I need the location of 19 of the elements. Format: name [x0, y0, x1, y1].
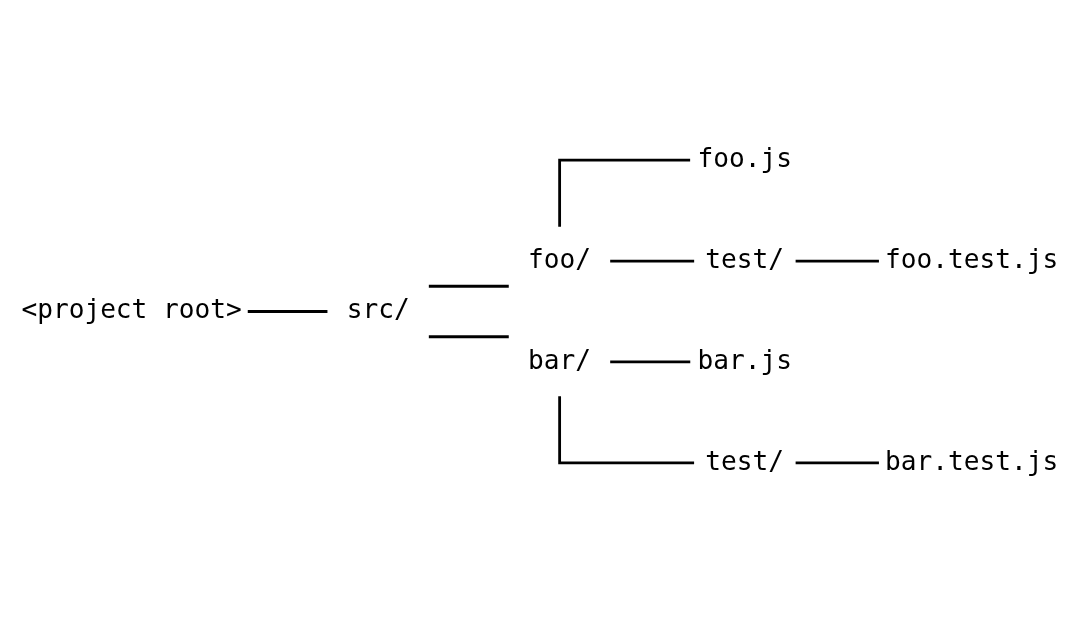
node-text: test/: [705, 243, 785, 274]
connector: [247, 309, 328, 313]
node-text: foo/: [528, 243, 592, 274]
connector: [428, 334, 509, 338]
node-text: src/: [346, 293, 410, 324]
connector: [610, 360, 691, 363]
node-text: bar.js: [697, 344, 792, 375]
node-text: bar/: [528, 344, 592, 375]
connector: [428, 284, 509, 288]
connector: [558, 158, 691, 227]
connector: [610, 259, 695, 262]
node-text: bar.test.js: [885, 445, 1059, 476]
node-text: foo.test.js: [885, 243, 1059, 274]
connector: [795, 461, 879, 464]
node-text: test/: [705, 445, 785, 476]
connector: [558, 395, 695, 464]
node-text: foo.js: [697, 142, 792, 173]
connector: [795, 259, 879, 262]
node-text: <project root>: [21, 293, 242, 324]
